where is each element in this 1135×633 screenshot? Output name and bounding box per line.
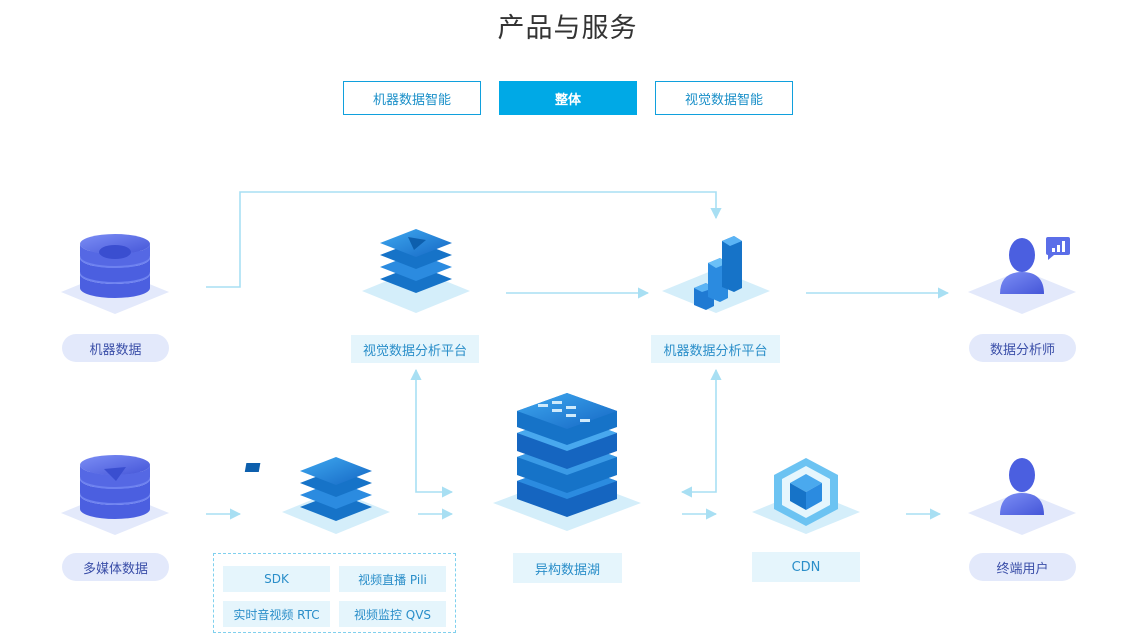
service-rtc: 实时音视频 RTC: [223, 601, 330, 627]
layers-icon: [380, 229, 452, 293]
cdn-cube-icon: [774, 458, 838, 526]
tab-overall[interactable]: 整体: [499, 81, 637, 115]
node-machine-data: 机器数据: [62, 334, 169, 362]
node-end-user: 终端用户: [969, 553, 1076, 581]
node-analyst: 数据分析师: [969, 334, 1076, 362]
service-pili: 视频直播 Pili: [339, 566, 446, 592]
data-analyst-icon: [1000, 237, 1070, 294]
node-visual-platform: 视觉数据分析平台: [351, 335, 479, 363]
multimedia-database-icon: [80, 455, 150, 519]
end-user-icon: [1000, 458, 1044, 515]
connector-lines: [206, 191, 950, 520]
service-qvs: 视频监控 QVS: [339, 601, 446, 627]
arrow-lake-to-visual-platform: [410, 368, 454, 498]
server-stack-icon: [517, 393, 617, 517]
arrow-lake-to-machine-platform: [680, 368, 722, 498]
tab-visual-data-intelligence[interactable]: 视觉数据智能: [655, 81, 793, 115]
media-services-icon: [244, 457, 372, 521]
tab-machine-data-intelligence[interactable]: 机器数据智能: [343, 81, 481, 115]
database-icon: [80, 234, 150, 298]
node-multimedia-data: 多媒体数据: [62, 553, 169, 581]
node-data-lake: 异构数据湖: [513, 553, 622, 583]
node-machine-platform: 机器数据分析平台: [651, 335, 780, 363]
service-sdk: SDK: [223, 566, 330, 592]
arrow-machine-to-machine-platform: [206, 191, 722, 288]
node-cdn: CDN: [752, 552, 860, 582]
bar-chart-icon: [694, 236, 742, 310]
page-title: 产品与服务: [497, 13, 638, 44]
